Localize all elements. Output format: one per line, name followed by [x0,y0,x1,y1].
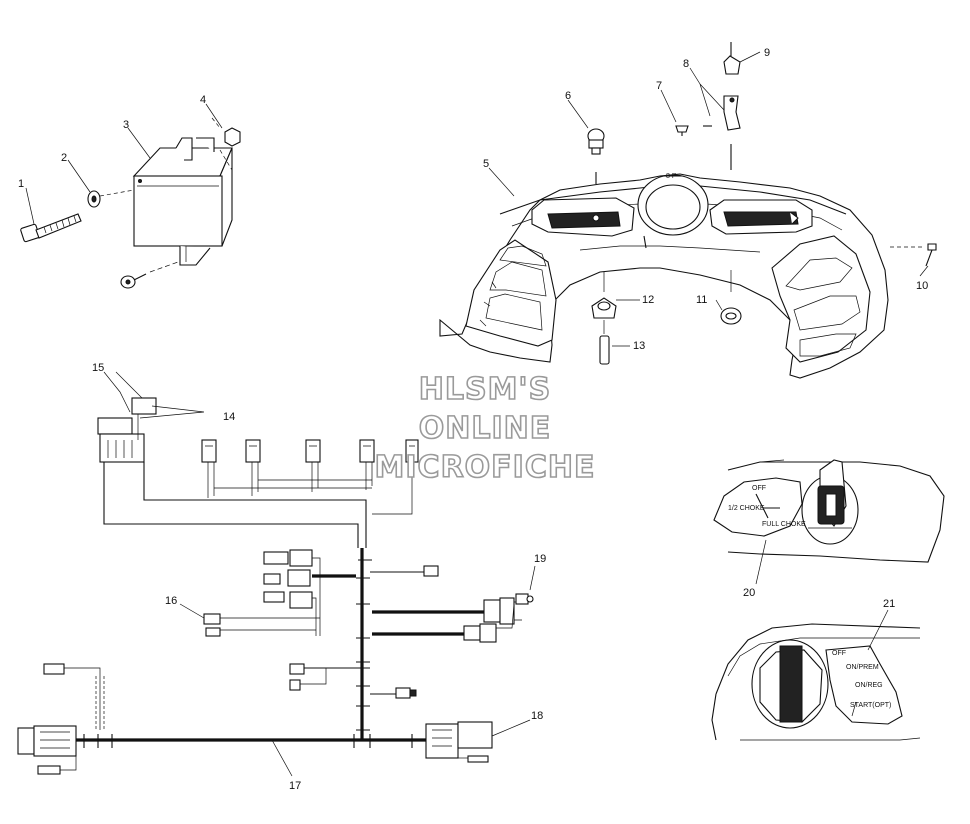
callout-20: 20 [743,587,755,599]
ignition-knob-part [801,459,859,545]
callout-6: 6 [565,90,571,102]
choke-full-label: FULL CHOKE [762,521,806,528]
ecu-module-group [20,103,241,289]
callout-1: 1 [18,178,24,190]
key-on-reg-label: ON/REG [855,682,883,689]
plug-part [675,125,712,136]
choke-off-label: OFF [752,485,766,492]
key-start-label: START(OPT) [850,702,891,709]
callout-18: 18 [531,710,543,722]
dash-console-group: 8 P [439,42,937,379]
callout-2: 2 [61,152,67,164]
pin-part [599,320,610,365]
key-decal-group: OFF ON/PREM ON/REG START(OPT) [711,609,921,741]
watermark-line-2: ONLINE [419,411,552,446]
callout-17: 17 [289,780,301,792]
connector-block-part [97,397,157,463]
choke-half-label: 1/2 CHOKE [728,505,765,512]
callout-15: 15 [92,362,104,374]
connector-group-part [203,549,356,637]
key-off-label: OFF [832,650,846,657]
left-connector-part [17,663,105,775]
connector-part [723,42,741,170]
callout-14: 14 [223,411,235,423]
grommet-part [591,272,617,319]
key-on-prem-label: ON/PREM [846,664,879,671]
watermark-line-1: HLSM'S [419,372,551,407]
callout-16: 16 [165,595,177,607]
callout-19: 19 [534,553,546,565]
callout-7: 7 [656,80,662,92]
callout-21: 21 [883,598,895,610]
key-decal-part [825,645,903,725]
callout-labels: 1 2 3 4 5 6 7 8 9 10 11 12 13 14 15 16 1… [18,47,928,792]
callout-8: 8 [683,58,689,70]
callout-9: 9 [764,47,770,59]
ecu-box-part [132,137,233,266]
callout-4: 4 [200,94,206,106]
callout-11: 11 [696,294,707,306]
nut-part [211,117,241,171]
gauge-pod-part: 8 P [637,173,709,236]
screw-part [890,243,937,267]
svg-text:8 P: 8 P [666,173,677,180]
choke-decal-part [713,477,803,537]
watermark: HLSM'S ONLINE MICROFICHE [374,371,596,486]
indicator-light-part [587,128,605,184]
key-switch-part [751,639,829,729]
washer-part [87,190,101,208]
main-connector-part [425,719,531,763]
callout-13: 13 [633,340,645,352]
callout-10: 10 [916,280,928,292]
connector-part [201,439,419,463]
connector-part [289,565,522,699]
ring-terminal-part [120,261,179,289]
grommet-part [720,270,742,325]
watermark-line-3: MICROFICHE [375,450,596,485]
callout-12: 12 [642,294,654,306]
callout-5: 5 [483,158,489,170]
bolt-part [20,213,82,243]
wiring-harness-group [17,371,536,777]
choke-decal-group: OFF 1/2 CHOKE FULL CHOKE [713,459,945,585]
callout-3: 3 [123,119,129,131]
fuse-part [515,565,536,605]
